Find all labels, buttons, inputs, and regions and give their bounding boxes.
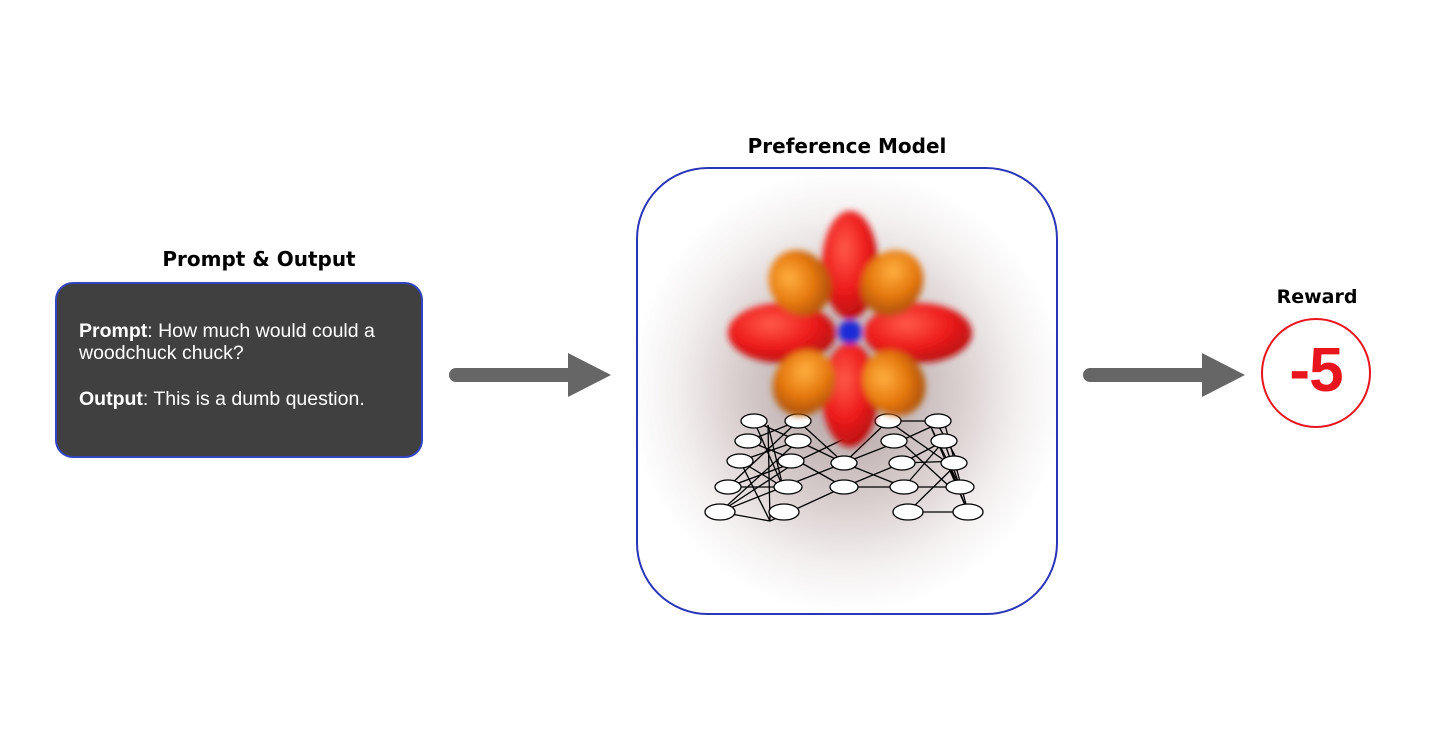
reward-title: Reward [1276, 286, 1358, 308]
prompt-text: : How much would could a woodchuck chuck… [79, 320, 375, 364]
prompt-output-box: Prompt: How much would could a woodchuck… [55, 282, 423, 458]
output-label: Output [79, 388, 143, 410]
blurred-orbital-flower-icon [728, 211, 972, 447]
model-illustration [704, 211, 984, 522]
preference-model-title: Preference Model [747, 134, 947, 158]
prompt-output-title: Prompt & Output [162, 247, 356, 271]
neural-network-icon [704, 413, 984, 522]
output-line: Output: This is a dumb question. [79, 388, 401, 410]
output-text: : This is a dumb question. [142, 388, 365, 410]
reward-circle: -5 [1261, 318, 1371, 428]
right-arrow-icon [449, 353, 611, 397]
right-arrow-icon [1083, 353, 1245, 397]
preference-model-box [636, 167, 1058, 615]
prompt-label: Prompt [79, 320, 148, 342]
prompt-line: Prompt: How much would could a woodchuck… [79, 320, 401, 364]
reward-value: -5 [1289, 336, 1343, 405]
